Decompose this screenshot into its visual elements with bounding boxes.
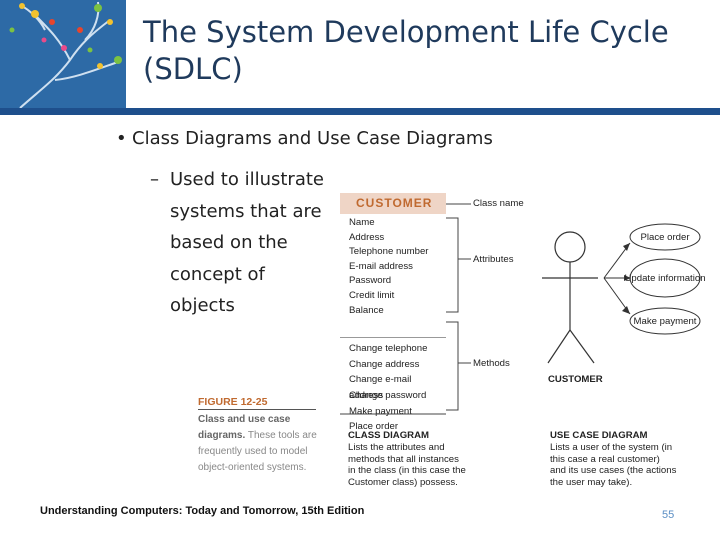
methods-label: Methods	[473, 358, 510, 369]
figure-caption: Class and use case diagrams. These tools…	[198, 412, 320, 476]
figure-number: FIGURE 12-25	[198, 396, 268, 408]
bullet-dash-icon: –	[150, 169, 159, 190]
figure-caption-lead: Class and use case diagrams.	[198, 414, 291, 441]
attribute-item: Balance	[349, 304, 384, 316]
bullet-dot-icon: •	[116, 128, 127, 149]
attribute-item: Credit limit	[349, 289, 395, 301]
title-divider	[0, 108, 720, 115]
method-item: Change password	[349, 390, 427, 402]
attribute-item: E-mail address	[349, 260, 413, 272]
attribute-item: Password	[349, 275, 392, 287]
logo-tree-image	[0, 0, 126, 108]
class-diagram-box: CUSTOMER Name Address Telephone number E…	[340, 193, 446, 435]
attribute-item: Name	[349, 217, 375, 228]
class-diagram-caption-title: CLASS DIAGRAM	[348, 430, 430, 441]
attribute-item: Telephone number	[349, 246, 429, 258]
class-diagram-caption: Lists the attributes and methods that al…	[348, 442, 466, 488]
use-case-label: Update information	[624, 273, 705, 284]
figure-caption-text: These tools are frequently used to model…	[198, 430, 317, 473]
bullet-2-text: Used to illustrate systems that are base…	[170, 169, 324, 316]
class-name-label: Class name	[473, 198, 524, 209]
method-item: Change telephone	[349, 343, 428, 354]
actor-label: CUSTOMER	[548, 374, 603, 385]
class-name-header: CUSTOMER	[340, 193, 446, 214]
use-case-label: Place order	[640, 232, 690, 243]
bullet-1-text: Class Diagrams and Use Case Diagrams	[132, 128, 493, 149]
figure-divider	[198, 409, 316, 410]
attributes-label: Attributes	[473, 254, 514, 265]
page-number: 55	[662, 509, 675, 521]
use-case-label: Make payment	[634, 316, 697, 327]
attributes-list: Name Address Telephone number E-mail add…	[340, 214, 446, 338]
method-item: Place order	[349, 421, 399, 433]
bullet-level-1: •Class Diagrams and Use Case Diagrams	[116, 128, 493, 149]
attribute-item: Address	[349, 231, 385, 243]
method-item: Make payment	[349, 405, 412, 417]
use-case-caption-title: USE CASE DIAGRAM	[550, 430, 648, 441]
actor-figure-icon	[542, 231, 598, 364]
footer-text: Understanding Computers: Today and Tomor…	[40, 505, 365, 517]
method-item: Change address	[349, 358, 420, 370]
slide-title: The System Development Life Cycle (SDLC)	[143, 15, 669, 86]
use-case-caption: Lists a user of the system (in this case…	[550, 442, 677, 488]
method-item: Change e-mail address	[349, 374, 412, 402]
methods-list: Change telephone Change address Change e…	[340, 338, 446, 435]
